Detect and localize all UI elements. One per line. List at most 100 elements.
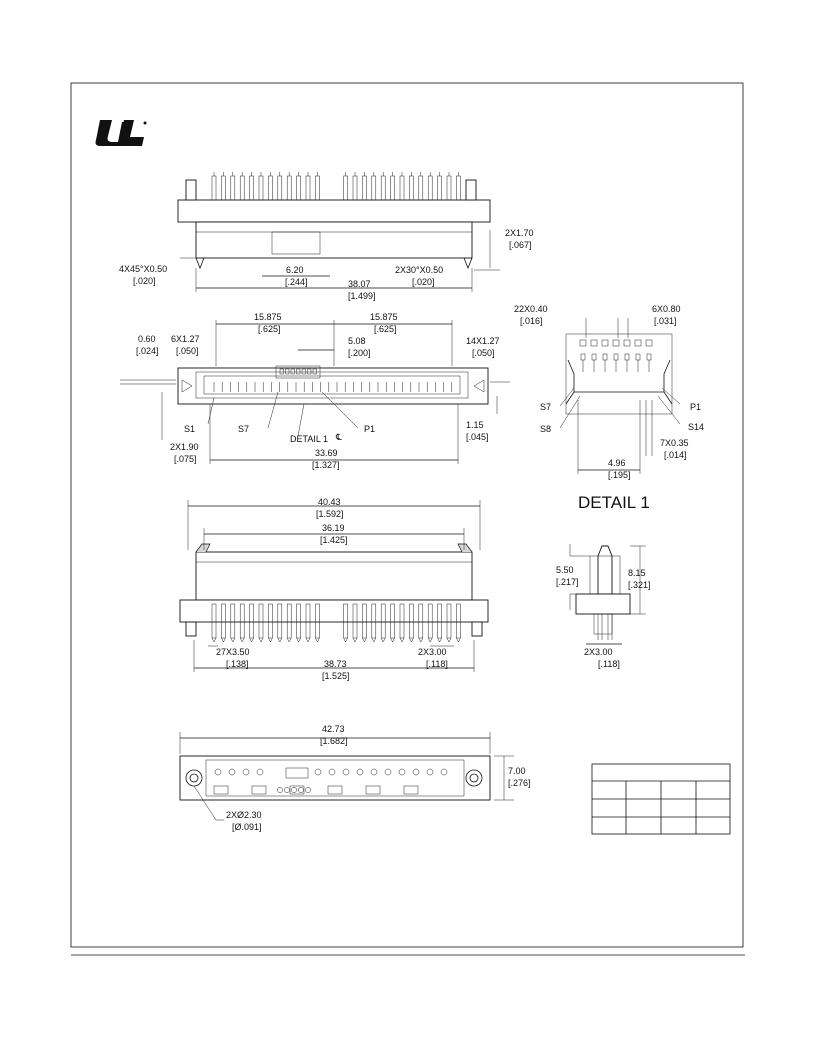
rear-pin	[362, 603, 367, 643]
ul-recognized-mark-icon	[95, 120, 147, 146]
rear-pin-array	[211, 603, 461, 643]
rear-pin	[427, 603, 433, 643]
face-14x-pitch: 14X1.27	[466, 336, 500, 346]
bottom-contact-tail	[314, 768, 322, 776]
face-signal-contact	[285, 368, 290, 375]
face-label-s1: S1	[184, 424, 195, 434]
face-pitch-left: 15.875	[254, 312, 282, 322]
bottom-signal-tail	[284, 787, 290, 793]
face-span-in: [1.327]	[312, 460, 340, 470]
front-pin	[296, 172, 301, 201]
rear-pin	[352, 603, 358, 643]
bottom-contact-tail	[228, 768, 236, 776]
detail-contact	[579, 339, 587, 372]
detail-span: 4.96	[608, 458, 626, 468]
detail-contact-array	[579, 339, 653, 372]
front-pin	[390, 172, 395, 201]
front-pin	[305, 172, 311, 201]
side-insert-height-in: [.217]	[556, 577, 579, 587]
detail-contact	[612, 339, 620, 372]
bottom-view	[179, 732, 514, 821]
bottom-pad	[327, 785, 343, 795]
front-width-in: [1.499]	[348, 291, 376, 301]
rear-pin	[437, 603, 442, 643]
detail-contact-width-in: [.016]	[520, 316, 543, 326]
front-pin	[418, 172, 424, 201]
front-pin	[286, 172, 292, 201]
rear-pin	[399, 603, 405, 643]
face-signal-contact	[290, 368, 295, 375]
detail-contact	[634, 339, 642, 372]
face-offset-in: [.024]	[136, 346, 159, 356]
front-pin	[446, 172, 452, 201]
rear-pin	[211, 603, 217, 643]
front-slot: 6.20	[286, 265, 304, 275]
face-6x-pitch-in: [.050]	[176, 346, 199, 356]
bottom-signal-tail	[277, 787, 283, 793]
front-pin	[352, 172, 358, 201]
side-height-in: [.321]	[628, 580, 651, 590]
detail-label-s7: S7	[540, 402, 551, 412]
sheet-border	[70, 82, 744, 948]
bottom-overall-in: [1.682]	[320, 736, 348, 746]
bottom-depth-in: [.276]	[508, 778, 531, 788]
rear-body-in: [1.425]	[320, 535, 348, 545]
rear-pin	[446, 603, 452, 643]
side-height: 8.15	[628, 568, 646, 578]
bottom-contact-tail	[242, 768, 250, 776]
front-pin	[362, 172, 367, 201]
front-pin	[268, 172, 273, 201]
detail-gap: 7X0.35	[660, 438, 689, 448]
front-pin	[437, 172, 442, 201]
rear-pin	[456, 603, 461, 643]
face-signal-contact	[307, 368, 312, 375]
rear-overall: 40.43	[318, 497, 341, 507]
rear-pin-length-in: [.138]	[226, 659, 249, 669]
rear-pin-length: 27X3.50	[216, 647, 250, 657]
detail-gap-in: [.014]	[664, 450, 687, 460]
front-taper: 2X30°X0.50	[395, 265, 443, 275]
front-chamfer-in: [.020]	[133, 276, 156, 286]
detail-view	[559, 318, 681, 474]
front-pin-height-in: [.067]	[509, 240, 532, 250]
bottom-signal-tail	[298, 787, 304, 793]
face-latch: 2X1.90	[170, 442, 199, 452]
front-chamfer: 4X45°X0.50	[119, 264, 167, 274]
detail-span-in: [.195]	[608, 470, 631, 480]
bottom-signal-tail	[305, 787, 311, 793]
bottom-hole: 2XØ2.30	[226, 810, 262, 820]
front-width: 38.07	[348, 279, 371, 289]
bottom-hole-in: [Ø.091]	[232, 822, 262, 832]
face-spacing: 5.08	[348, 336, 366, 346]
detail-slot-width-in: [.031]	[654, 316, 677, 326]
bottom-contact-tail	[370, 768, 378, 776]
rear-view	[179, 500, 489, 672]
bottom-contact-tail	[214, 768, 222, 776]
bottom-contact-tail	[426, 768, 434, 776]
detail-title: DETAIL 1	[578, 493, 650, 512]
face-signal-contact	[296, 368, 301, 375]
face-contact-array	[213, 368, 453, 392]
face-view	[120, 320, 510, 464]
detail-slot-width: 6X0.80	[652, 304, 681, 314]
rear-pin	[418, 603, 424, 643]
face-spacing-in: [.200]	[348, 348, 371, 358]
rear-pin	[239, 603, 245, 643]
rear-width-in: [1.525]	[322, 671, 350, 681]
face-offset: 0.60	[138, 334, 156, 344]
rear-pin	[305, 603, 311, 643]
front-pin	[277, 172, 283, 201]
face-signal-contact	[279, 368, 284, 375]
blank-table	[591, 763, 731, 835]
front-pin-height: 2X1.70	[505, 228, 534, 238]
bottom-pad	[403, 785, 419, 795]
face-6x-pitch: 6X1.27	[171, 334, 200, 344]
front-pin	[211, 172, 217, 201]
front-pin	[427, 172, 433, 201]
detail-label-p1: P1	[690, 402, 701, 412]
detail-contact	[590, 339, 598, 372]
bottom-overall: 42.73	[322, 724, 345, 734]
front-pin	[343, 172, 348, 201]
front-pin	[249, 172, 254, 201]
front-pin	[380, 172, 386, 201]
